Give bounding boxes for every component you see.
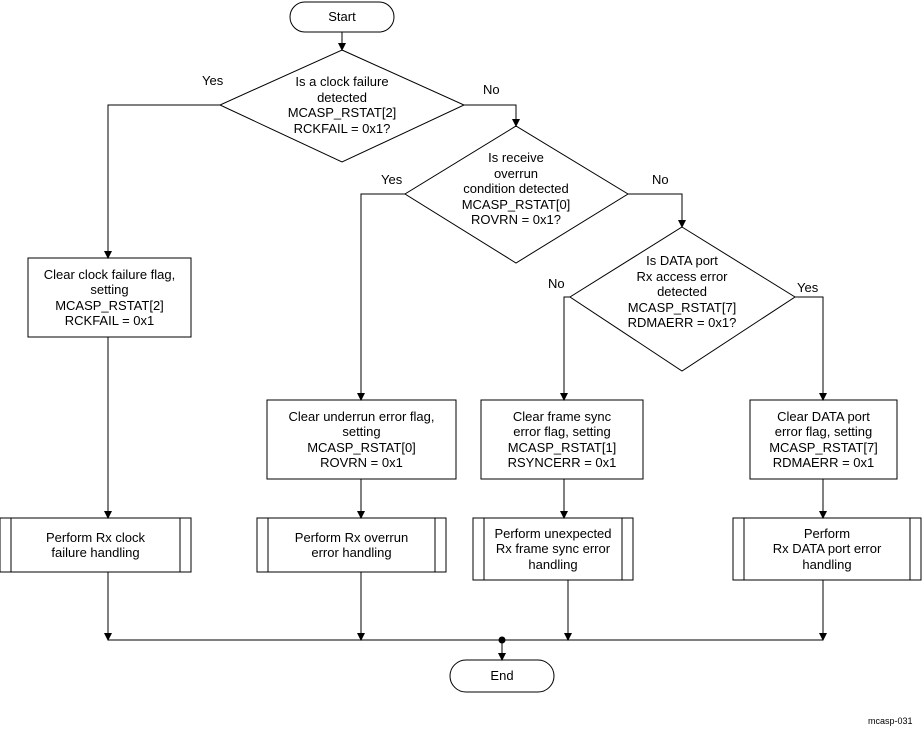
decision-clock-line-4: RCKFAIL = 0x1?	[293, 120, 391, 136]
clear-clock-text: Clear clock failure flag, setting MCASP_…	[43, 266, 176, 329]
handler-data-port-text: Perform Rx DATA port error handling	[772, 525, 882, 572]
decision-clock-line-2: detected	[317, 89, 367, 105]
decision-data-line-1: Is DATA port	[646, 253, 718, 269]
overrun-no-label: No	[652, 172, 669, 187]
handler-clock-box	[0, 517, 192, 573]
decision-overrun-text: Is receive overrun condition detected MC…	[436, 149, 596, 229]
end-label: End	[490, 668, 514, 684]
decision-overrun-line-3: condition detected	[463, 181, 569, 197]
handler-frame-sync-box	[472, 517, 634, 581]
handler-clock-text: Perform Rx clock failure handling	[46, 529, 145, 561]
decision-data-line-3: detected	[657, 284, 707, 300]
decision-data-line-4: MCASP_RSTAT[7]	[627, 299, 737, 315]
decision-clock-failure-text: Is a clock failure detected MCASP_RSTAT[…	[262, 70, 422, 140]
data-yes-label: Yes	[797, 280, 819, 295]
handler-overrun-text: Perform Rx overrun error handling	[294, 529, 409, 561]
start-label: Start	[328, 9, 356, 25]
decision-data-port-text: Is DATA port Rx access error detected MC…	[602, 252, 762, 332]
merge-dot	[498, 636, 506, 644]
clear-underrun-text: Clear underrun error flag, setting MCASP…	[288, 408, 435, 471]
handler-data-port-box	[732, 517, 922, 581]
clock-no-label: No	[483, 82, 500, 97]
figure-id: mcasp-031	[868, 716, 913, 726]
decision-overrun-line-4: MCASP_RSTAT[0]	[461, 196, 571, 212]
clock-yes-label: Yes	[202, 73, 224, 88]
decision-clock-line-1: Is a clock failure	[295, 74, 389, 89]
decision-data-line-2: Rx access error	[636, 268, 728, 284]
decision-data-port	[569, 226, 796, 372]
handler-overrun-box	[256, 517, 447, 573]
handler-frame-sync-text: Perform unexpected Rx frame sync error h…	[494, 525, 612, 572]
clear-frame-sync-text: Clear frame sync error flag, setting MCA…	[507, 408, 617, 471]
decision-overrun-line-5: ROVRN = 0x1?	[471, 212, 561, 228]
decision-data-line-5: RDMAERR = 0x1?	[627, 315, 737, 331]
decision-overrun	[404, 125, 629, 264]
decision-clock-failure	[218, 49, 466, 163]
overrun-yes-label: Yes	[381, 172, 403, 187]
decision-overrun-line-1: Is receive	[488, 150, 544, 166]
decision-clock-line-3: MCASP_RSTAT[2]	[287, 105, 397, 120]
decision-overrun-line-2: overrun	[493, 165, 539, 181]
data-no-label: No	[548, 276, 565, 291]
clear-data-port-text: Clear DATA port error flag, setting MCAS…	[769, 408, 878, 471]
